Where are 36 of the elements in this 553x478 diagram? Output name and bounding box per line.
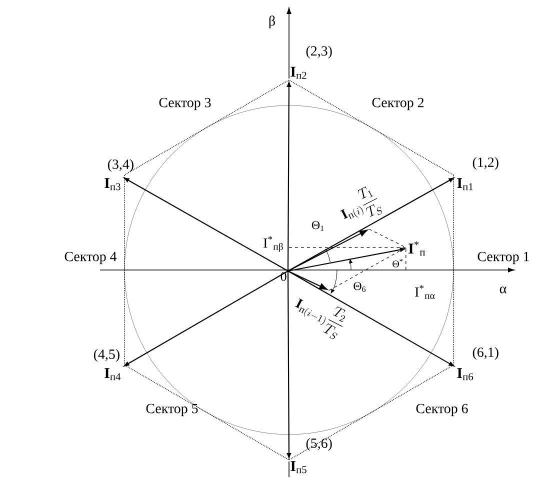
axis-label: Сектор 5 [146,404,198,416]
vector-label: I$_{п2}$ [290,66,306,79]
vector-arrow [124,270,288,366]
axis-label: Θ$^{*}$ [392,259,403,268]
vector-arrow [286,82,292,271]
edge-label: $\mathbf{I}_{\text{п}(i-1)}\dfrac{T_2}{T_S}$ [295,298,346,339]
index-pair: (1,2) [472,157,498,170]
vector-label: I$_{п1}$ [457,178,473,190]
axis-label: β [269,16,275,28]
axis-label: Сектор 6 [416,404,468,416]
vector-label: I$_{п3}$ [104,178,120,190]
axis-label: Сектор 1 [478,252,529,264]
vector-arrow [288,270,328,290]
vector-label: I$^{*}$п [408,241,425,256]
axis-label: Θ$_{1}$ [312,221,324,231]
axis-label: Θ$_{6}$ [354,282,366,292]
index-pair: (2,3) [306,46,332,58]
vector-label: I$_{п5}$ [290,461,306,474]
vector-arrow [288,270,454,366]
axis-label: Сектор 3 [159,98,211,110]
axis-label: Сектор 4 [64,252,117,264]
axis-label: I$^{*}$пα [415,285,435,299]
index-pair: (6,1) [472,347,498,360]
index-pair: (5,6) [306,438,332,451]
vector-arrow [124,178,288,272]
vector-label: I$_{п4}$ [104,368,121,380]
index-pair: (3,4) [108,159,134,172]
axis-label: Сектор 2 [372,98,424,110]
axis-label: α [500,286,506,294]
vector-arrow [288,230,368,272]
index-pair: (4,5) [94,349,120,362]
axis-label: I$^{*}$пβ [264,236,283,252]
vector-label: I$_{п6}$ [457,368,474,380]
vector-arrow [288,248,406,272]
edge-label: $\mathbf{I}_{\text{п}(i)}\dfrac{T_1}{T_S}$ [340,186,382,220]
vector-arrow [286,270,292,458]
